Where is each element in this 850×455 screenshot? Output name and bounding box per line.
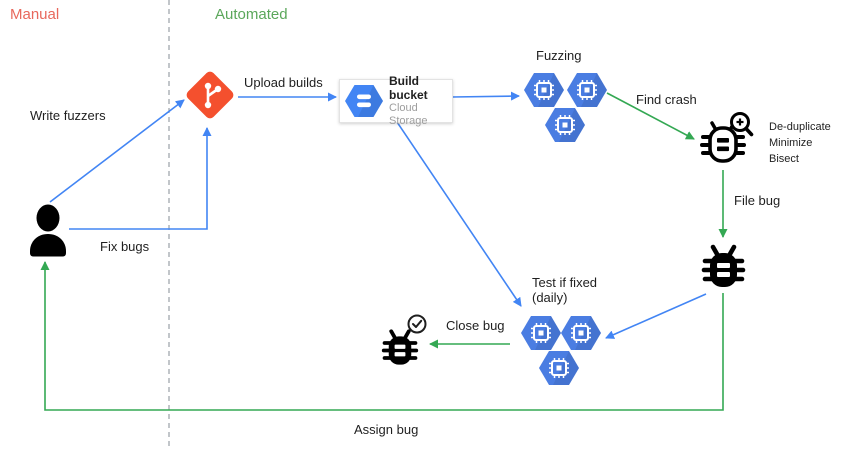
arrow-find-crash — [606, 92, 695, 140]
bug-magnifier-icon — [700, 112, 754, 163]
arrow-write-fuzzers — [49, 99, 185, 203]
compute-engine-hexagon-icon — [545, 108, 585, 142]
build-bucket-title: Build bucket — [389, 74, 428, 102]
arrow-bug-to-test — [605, 293, 707, 339]
file-bug-label: File bug — [734, 193, 781, 208]
upload-builds-label: Upload builds — [244, 75, 323, 90]
fuzzing-label: Fuzzing — [536, 48, 582, 63]
build-bucket-subtitle: Cloud Storage — [389, 102, 428, 127]
compute-engine-hexagon-icon — [524, 73, 564, 107]
test-if-fixed-line2: (daily) — [532, 290, 568, 305]
manual-lane-label: Manual — [10, 6, 60, 23]
cloud-storage-hexagon-icon — [345, 85, 383, 117]
check-circle-icon — [407, 314, 427, 334]
build-bucket-card: Build bucket Cloud Storage — [339, 74, 453, 127]
compute-engine-hexagon-icon — [521, 316, 561, 350]
build-bucket-texts: Build bucket Cloud Storage — [389, 74, 452, 128]
close-bug-label: Close bug — [446, 318, 505, 333]
arrow-fix-bugs — [69, 127, 212, 230]
test-if-fixed-label: Test if fixed (daily) — [532, 275, 597, 305]
assign-bug-label: Assign bug — [354, 422, 419, 437]
bug-icon — [381, 329, 419, 365]
fix-bugs-label: Fix bugs — [100, 239, 150, 254]
arrow-bucket-to-fuzzing — [451, 91, 520, 101]
compute-engine-hexagon-icon — [539, 351, 579, 385]
test-if-fixed-line1: Test if fixed — [532, 275, 598, 290]
dedupe-line2: Minimize — [769, 137, 813, 149]
find-crash-label: Find crash — [636, 92, 697, 107]
compute-engine-hexagon-icon — [561, 316, 601, 350]
git-branch-glyph — [204, 82, 222, 109]
bug-icon — [701, 244, 746, 287]
compute-engine-hexagon-icon — [567, 73, 607, 107]
automated-lane-label: Automated — [215, 6, 288, 23]
arrow-assign-bug — [40, 261, 724, 411]
dedupe-line1: De-duplicate — [769, 121, 831, 133]
write-fuzzers-label: Write fuzzers — [30, 108, 106, 123]
dedupe-line3: Bisect — [769, 153, 799, 165]
person-icon — [30, 204, 66, 257]
dedupe-tasks-label: De-duplicate Minimize Bisect — [769, 119, 831, 167]
arrow-bucket-to-test — [396, 121, 522, 307]
